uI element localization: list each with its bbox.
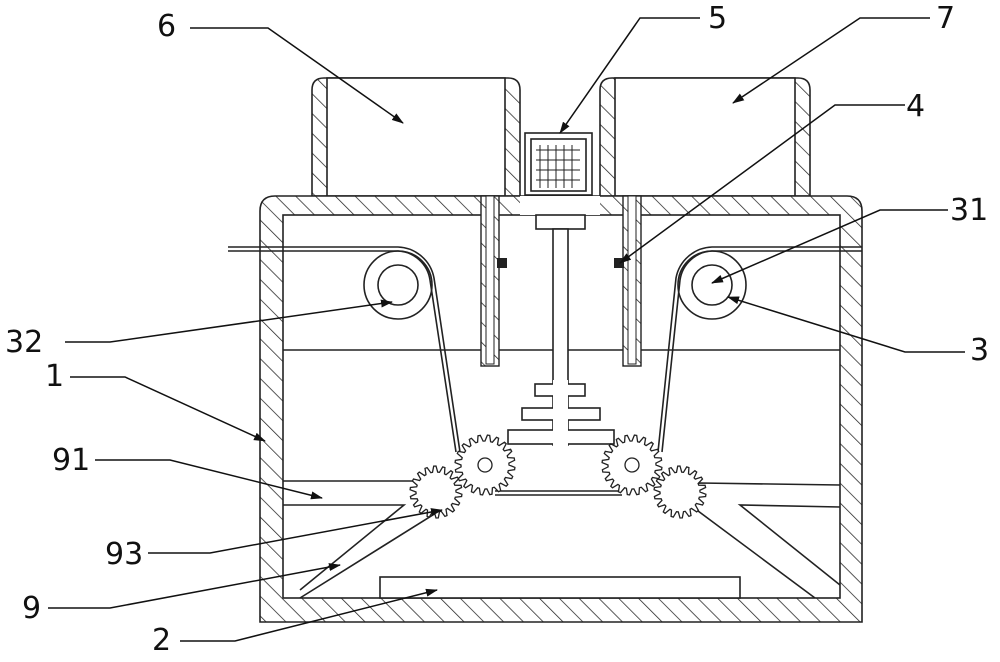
label-91: 91	[52, 446, 90, 476]
label-32: 32	[5, 328, 43, 358]
label-2: 2	[152, 626, 171, 656]
label-7: 7	[936, 4, 955, 34]
label-93: 93	[105, 540, 143, 570]
label-1: 1	[45, 362, 64, 392]
gear-left-hub	[478, 458, 492, 472]
gear-right-hub	[625, 458, 639, 472]
hopper-left-6	[312, 78, 520, 196]
motor-5	[525, 133, 592, 195]
label-6: 6	[157, 12, 176, 42]
label-9: 9	[22, 594, 41, 624]
label-4: 4	[906, 92, 925, 122]
sensor-4	[614, 258, 624, 268]
collection-tray-2	[380, 577, 740, 598]
label-3: 3	[970, 336, 989, 366]
hopper-right-7	[600, 78, 810, 196]
label-5: 5	[708, 4, 727, 34]
label-31: 31	[950, 196, 988, 226]
